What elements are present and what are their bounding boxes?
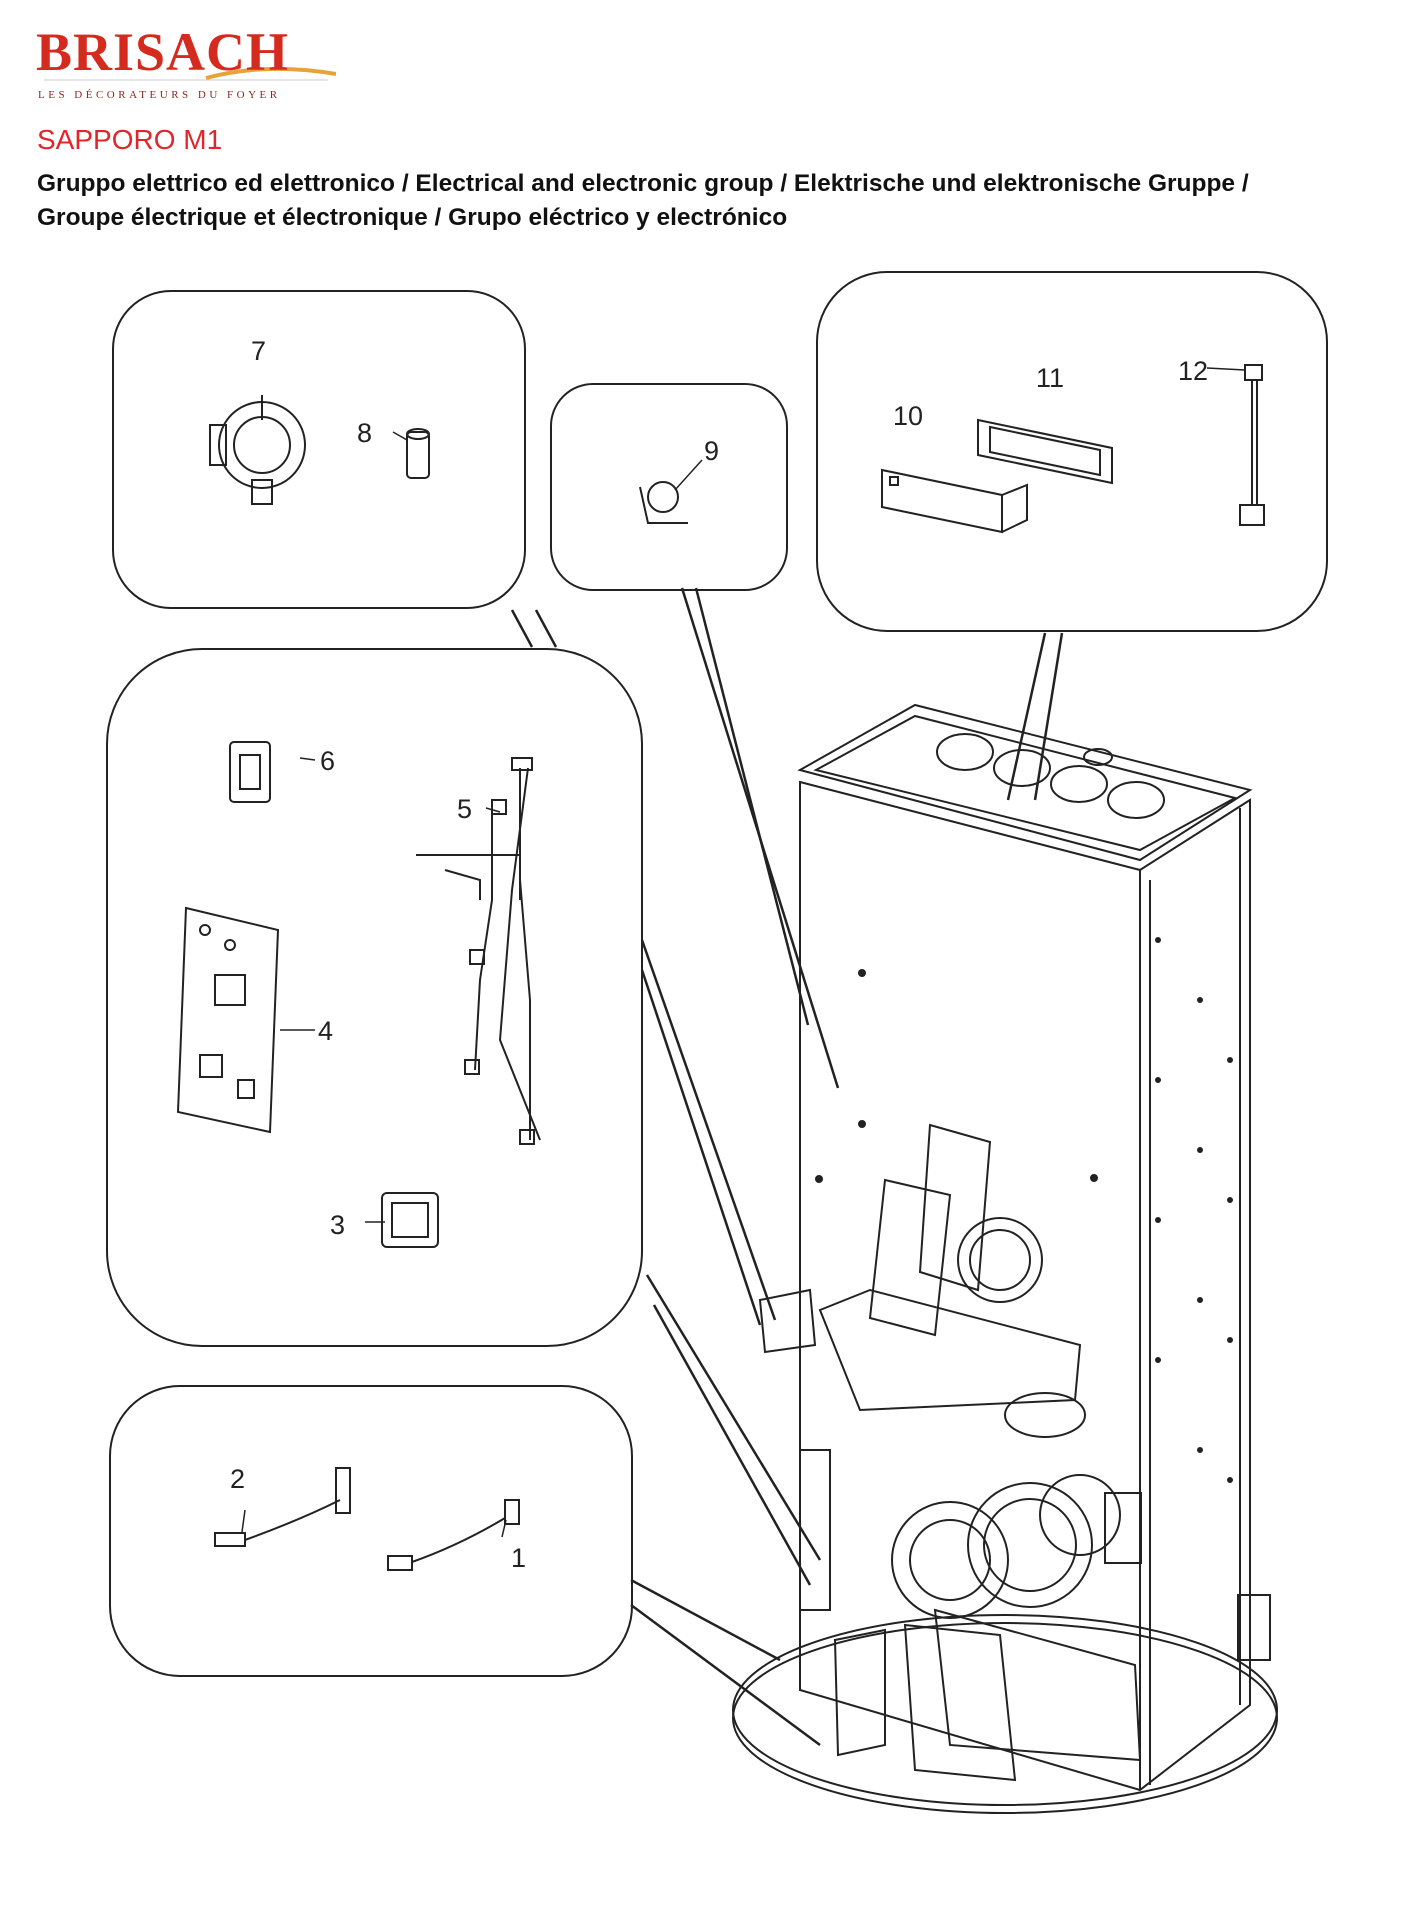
- callout-11: 11: [1036, 363, 1064, 393]
- model-title: SAPPORO M1: [37, 124, 223, 155]
- callout-6: 6: [320, 746, 335, 776]
- callout-2: 2: [230, 1464, 245, 1494]
- panel-middle-left: [106, 648, 643, 1347]
- panel-top-right: [816, 271, 1328, 632]
- part-1-cable: [387, 1499, 520, 1571]
- part-7-sensor: [209, 395, 306, 505]
- callout-lines: [241, 367, 1246, 1538]
- part-9-thermostat: [639, 481, 688, 524]
- part-12-cable: [1239, 364, 1265, 526]
- logo-swoosh: [44, 66, 336, 81]
- brand-name: BRISACH: [36, 22, 290, 82]
- callout-7: 7: [251, 336, 266, 366]
- callout-4: 4: [318, 1016, 333, 1046]
- part-6-connector: [229, 741, 271, 803]
- part-10-control-panel: [881, 468, 1028, 534]
- part-2-probe: [214, 1467, 351, 1547]
- subtitle-line-2: Groupe électrique et électronique / Grup…: [37, 204, 788, 231]
- callout-5: 5: [457, 794, 472, 824]
- panel-bottom-left: [109, 1385, 633, 1677]
- callout-12: 12: [1178, 356, 1208, 386]
- callout-9: 9: [704, 436, 719, 466]
- panel-top-left: [112, 290, 526, 609]
- callout-1: 1: [511, 1543, 526, 1573]
- leader-lines: [510, 587, 1064, 1747]
- callout-8: 8: [357, 418, 372, 448]
- brisach-logo: BRISACH LES DÉCORATEURS DU FOYER: [36, 22, 336, 107]
- panel-small-center: [550, 383, 788, 591]
- brand-tagline: LES DÉCORATEURS DU FOYER: [38, 89, 281, 101]
- part-4-circuit-board: [176, 906, 280, 1134]
- callout-10: 10: [893, 401, 923, 431]
- part-3-switch: [381, 1192, 439, 1248]
- stove-body: [732, 703, 1278, 1814]
- subtitle: Gruppo elettrico ed elettronico / Electr…: [37, 167, 1397, 235]
- part-11-display-frame: [977, 418, 1113, 485]
- part-8-cylinder: [406, 428, 430, 479]
- callout-3: 3: [330, 1210, 345, 1240]
- subtitle-line-1: Gruppo elettrico ed elettronico / Electr…: [37, 170, 1249, 197]
- part-5-wiring-harness: [416, 757, 541, 1145]
